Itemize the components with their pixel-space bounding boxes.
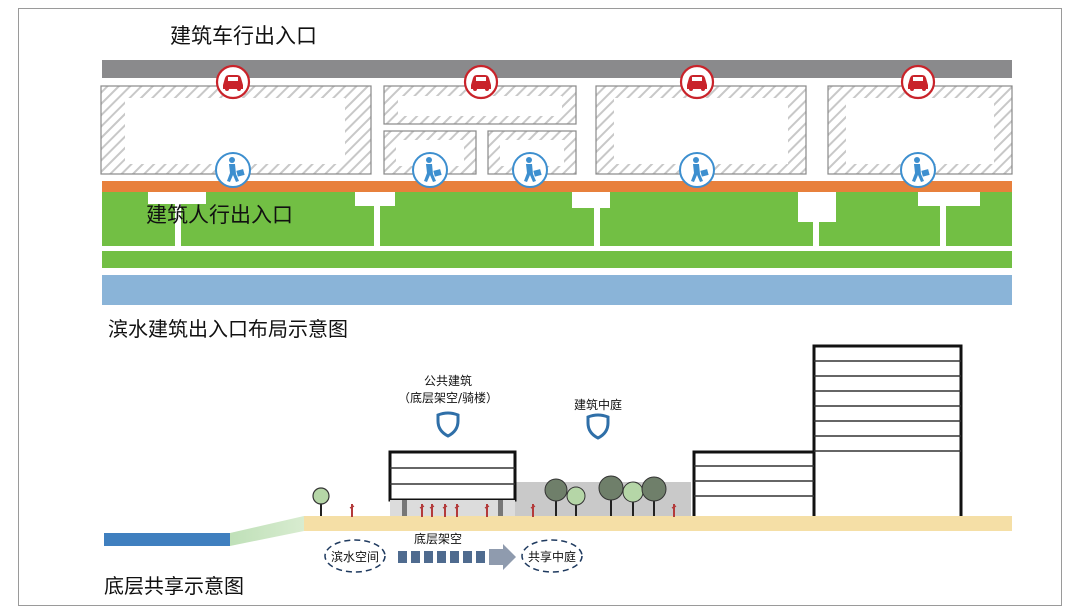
public-building: [388, 450, 517, 518]
car-icon: [463, 64, 499, 100]
car-icon: [215, 64, 251, 100]
building-block: [383, 85, 577, 125]
vehicle-entrance-label: 建筑车行出入口: [170, 24, 317, 48]
waterfront-space-oval: [324, 539, 386, 573]
pedestrian-icon: [679, 152, 715, 188]
arrow-right-icon: [489, 544, 516, 570]
pedestrian-icon: [900, 152, 936, 188]
tree: [544, 478, 568, 516]
green-space: [102, 192, 1012, 268]
car-icon: [900, 64, 936, 100]
tree: [312, 487, 330, 516]
shared-courtyard-oval: [521, 539, 583, 573]
building-block: [100, 85, 372, 175]
pedestrian-icon: [215, 152, 251, 188]
car-icon: [679, 64, 715, 100]
pedestrian-icon: [412, 152, 448, 188]
tall-building: [692, 344, 963, 520]
flow-squares: [398, 551, 485, 563]
shared-courtyard-label: 共享中庭: [528, 549, 576, 564]
walker-icon: [349, 503, 355, 518]
waterfront-space-label: 滨水空间: [331, 549, 379, 564]
public-building-sublabel: （底层架空/骑楼）: [398, 390, 498, 405]
slope-bank: [230, 516, 304, 546]
pedestrian-entrance-label: 建筑人行出入口: [146, 203, 293, 227]
tree: [622, 481, 644, 516]
river: [104, 533, 230, 546]
shield-icon: [586, 413, 610, 440]
bottom-caption: 底层共享示意图: [104, 574, 244, 598]
water-strip: [102, 275, 1012, 305]
ground-strip: [304, 516, 1012, 531]
pedestrian-icon: [512, 152, 548, 188]
road-strip: [102, 60, 1012, 78]
top-caption: 滨水建筑出入口布局示意图: [108, 317, 348, 341]
figure-frame: [18, 8, 1062, 606]
tree: [598, 475, 624, 516]
courtyard-label: 建筑中庭: [574, 397, 622, 412]
shield-icon: [436, 411, 460, 438]
public-building-label: 公共建筑: [424, 373, 472, 388]
tree: [566, 486, 586, 516]
ground-floor-label: 底层架空: [414, 531, 462, 546]
tree: [641, 476, 667, 516]
orange-strip: [102, 181, 1012, 192]
